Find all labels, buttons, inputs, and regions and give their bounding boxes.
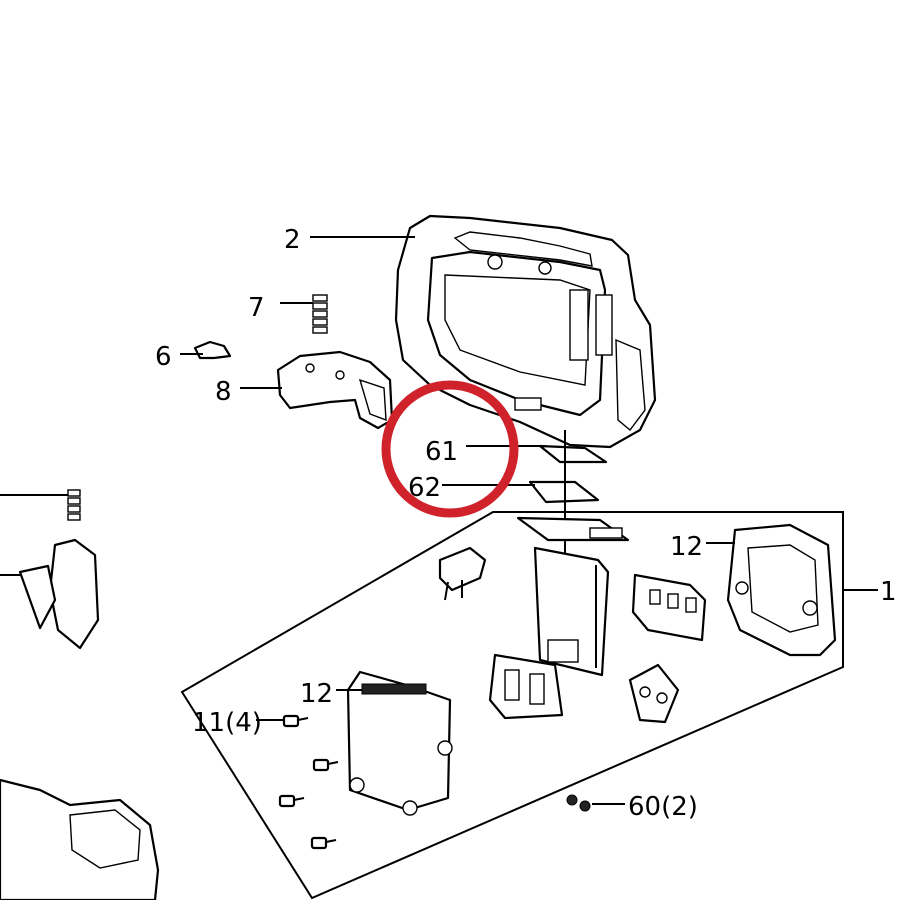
part-61-strip <box>538 444 608 464</box>
label-part-60: 60(2) <box>628 792 698 822</box>
part-7-spring <box>312 294 328 334</box>
part-8-lever <box>276 350 394 430</box>
part-flex-board <box>516 516 630 542</box>
part-2-housing <box>394 214 657 449</box>
part-control-board <box>533 546 610 677</box>
label-part-1: 1 <box>880 577 897 607</box>
leader-lines <box>0 236 878 805</box>
label-part-8: 8 <box>215 377 232 407</box>
part-12-bracket-left <box>346 670 453 816</box>
label-part-12-right: 12 <box>670 532 703 562</box>
highlight-circle <box>381 380 519 518</box>
label-part-61: 61 <box>425 437 458 467</box>
part-micro-switch <box>438 546 487 601</box>
label-part-7: 7 <box>248 293 265 323</box>
part-terminal-block <box>488 653 564 720</box>
part-connector-plug <box>628 663 680 724</box>
part-60-screws <box>566 794 591 812</box>
label-part-12-left: 12 <box>300 679 333 709</box>
label-part-11: 11(4) <box>192 708 262 738</box>
part-11-screws <box>278 714 339 850</box>
part-12-bracket-right <box>726 523 837 657</box>
left-cropped-parts <box>0 489 160 900</box>
part-6-clip <box>193 340 232 360</box>
part-sensor-board <box>631 573 707 642</box>
label-part-2: 2 <box>284 225 301 255</box>
label-part-6: 6 <box>155 342 172 372</box>
